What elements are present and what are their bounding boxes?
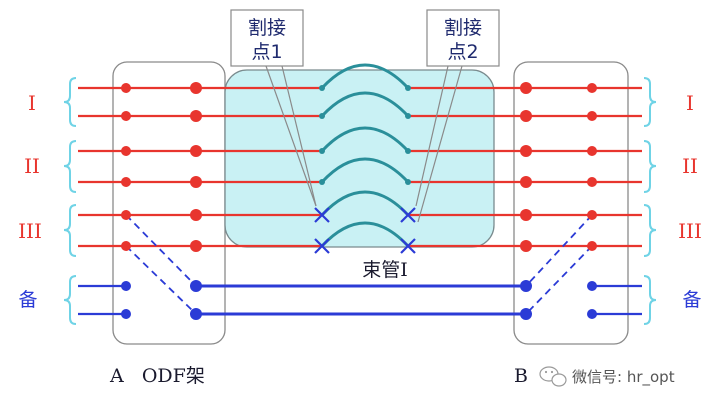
callout-right: 割接 点2 — [415, 9, 500, 223]
callout-right-line1: 割接 — [444, 17, 482, 39]
splice-arc-3 — [320, 126, 410, 153]
wechat-icon — [539, 366, 567, 387]
group-label-right-4: 备 — [682, 289, 701, 311]
group-label-right-1: I — [686, 91, 694, 115]
jumpers — [125, 214, 593, 315]
splice-arc-2 — [320, 91, 410, 118]
splice-arc-1 — [320, 63, 410, 90]
cut-x-icon — [400, 207, 416, 223]
splice-arc-4 — [320, 157, 410, 184]
jumper-b-2 — [525, 245, 593, 315]
group-label-right-3: III — [678, 219, 702, 243]
left-brackets — [63, 77, 77, 325]
odf-b-label: B — [514, 365, 528, 387]
tube-label: 束管I — [362, 259, 408, 281]
callout-left-line2: 点1 — [251, 41, 282, 63]
jumper-b-1 — [525, 214, 593, 287]
splice-arcs — [320, 63, 410, 248]
callout-left-line1: 割接 — [248, 17, 286, 39]
right-brackets — [643, 77, 657, 325]
watermark-text: 微信号: hr_opt — [572, 368, 675, 387]
cut-x-icon — [400, 238, 416, 254]
jumper-a-2 — [125, 245, 197, 315]
group-label-left-1: I — [28, 91, 36, 115]
odf-frame-a — [112, 61, 226, 345]
callout-left: 割接 点1 — [230, 9, 317, 207]
group-label-left-2: II — [24, 154, 40, 178]
odf-b-ports — [520, 82, 597, 320]
group-label-left-4: 备 — [18, 289, 37, 311]
group-label-right-2: II — [682, 154, 698, 178]
jumper-a-1 — [125, 214, 197, 287]
splice-arc-5 — [320, 190, 410, 217]
splice-joints — [319, 85, 411, 185]
odf-frame-b — [513, 61, 629, 345]
odf-a-ports — [121, 82, 202, 320]
watermark: 微信号: hr_opt — [539, 366, 675, 387]
splice-arc-6 — [320, 221, 410, 248]
cut-markers — [314, 207, 416, 254]
callout-right-line2: 点2 — [447, 41, 478, 63]
cut-x-icon — [314, 238, 330, 254]
odf-a-label: A ODF架 — [109, 365, 205, 387]
group-label-left-3: III — [18, 219, 42, 243]
cut-x-icon — [314, 207, 330, 223]
blue-fibers — [78, 284, 642, 316]
